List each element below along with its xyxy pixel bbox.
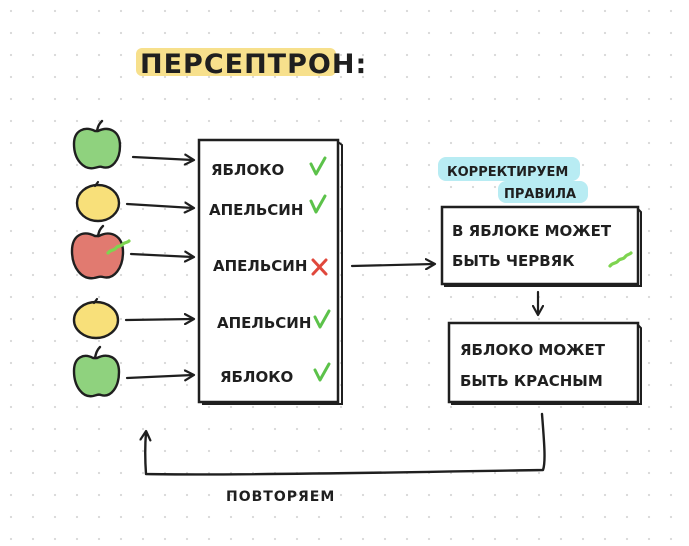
cross-icon	[311, 258, 328, 276]
rule-box-worm: В ЯБЛОКЕ МОЖЕТ БЫТЬ ЧЕРВЯК	[440, 205, 642, 287]
title-highlight	[136, 48, 336, 76]
input-arrow	[129, 254, 193, 257]
rule-text: В ЯБЛОКЕ МОЖЕТ	[452, 222, 612, 240]
red-apple-icon	[70, 224, 125, 280]
correction-arrow	[350, 264, 434, 266]
prediction-box: ЯБЛОКО АПЕЛЬСИН АПЕЛЬСИН АПЕЛЬСИН ЯБЛОКО	[197, 138, 343, 405]
heading-highlight	[498, 181, 588, 203]
prediction-label: ЯБЛОКО	[220, 368, 293, 386]
green-apple-icon	[72, 345, 121, 398]
check-icon	[313, 362, 331, 382]
input-arrows	[124, 157, 193, 378]
input-arrow	[125, 375, 193, 378]
green-apple-icon	[72, 119, 122, 170]
loop-label: ПОВТОРЯЕМ	[226, 489, 335, 505]
page-title: ПЕРСЕПТРОН:	[140, 49, 367, 80]
fruit-column	[70, 119, 131, 398]
check-icon	[309, 156, 327, 176]
rule-box-red: ЯБЛОКО МОЖЕТ БЫТЬ КРАСНЫМ	[447, 321, 642, 405]
heading-highlight	[438, 157, 580, 181]
rule-text: ЯБЛОКО МОЖЕТ	[460, 341, 606, 359]
rule-text: БЫТЬ ЧЕРВЯК	[452, 252, 575, 270]
orange-icon	[75, 180, 121, 223]
worm-icon	[608, 251, 633, 268]
prediction-label: АПЕЛЬСИН	[217, 314, 311, 332]
correction-heading: ПРАВИЛА	[504, 187, 576, 202]
worm-icon	[106, 239, 131, 255]
orange-icon	[72, 297, 120, 340]
rule-text: БЫТЬ КРАСНЫМ	[460, 372, 603, 390]
input-arrow	[125, 204, 193, 208]
check-icon	[309, 194, 327, 214]
prediction-label: ЯБЛОКО	[211, 161, 284, 179]
correction-heading: КОРРЕКТИРУЕМ	[447, 165, 568, 180]
check-icon	[313, 309, 331, 329]
loop-arrow	[145, 412, 546, 476]
input-arrow	[131, 157, 193, 160]
prediction-label: АПЕЛЬСИН	[209, 201, 303, 219]
prediction-label: АПЕЛЬСИН	[213, 257, 307, 275]
input-arrow	[124, 319, 193, 320]
